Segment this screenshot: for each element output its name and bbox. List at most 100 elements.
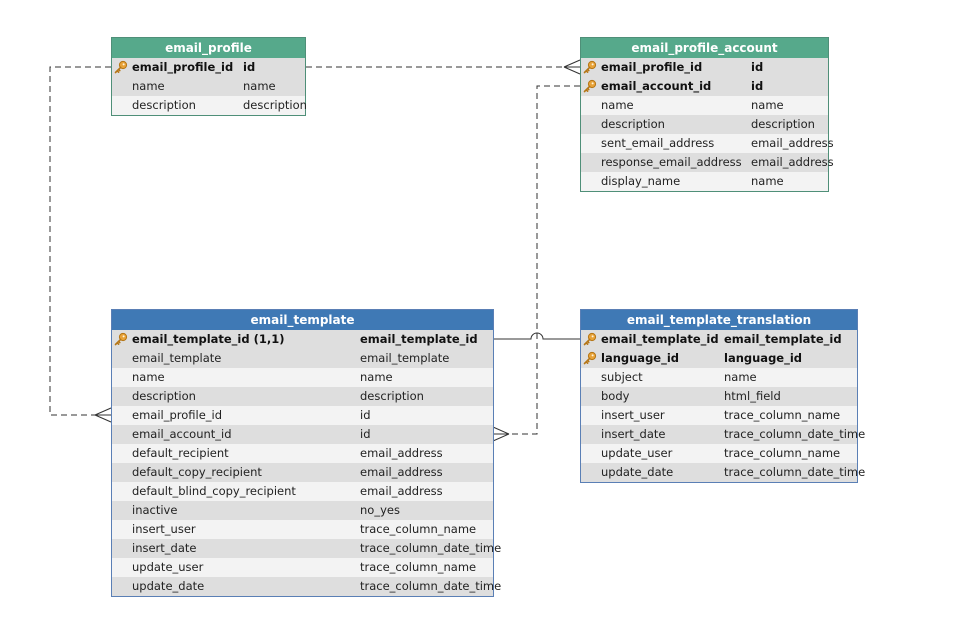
column-name: name <box>132 79 165 93</box>
column-name: update_date <box>132 579 205 593</box>
column-name: insert_user <box>132 522 196 536</box>
column-row[interactable]: update_user trace_column_name <box>581 444 857 463</box>
column-name: default_recipient <box>132 446 229 460</box>
column-type: email_template_id <box>360 332 478 346</box>
primary-key-row[interactable]: language_id language_id <box>581 349 857 368</box>
column-type: id <box>751 79 764 93</box>
column-name: insert_date <box>601 427 666 441</box>
column-row[interactable]: update_user trace_column_name <box>112 558 493 577</box>
column-row[interactable]: description description <box>581 115 828 134</box>
rel-account-to-template <box>509 85 580 435</box>
rel-profile-to-template <box>49 66 111 416</box>
column-name: insert_date <box>132 541 197 555</box>
column-type: email_address <box>360 465 443 479</box>
column-type: email_address <box>751 155 834 169</box>
column-row[interactable]: insert_date trace_column_date_time <box>112 539 501 558</box>
column-type: name <box>360 370 393 384</box>
column-type: name <box>243 79 276 93</box>
column-name: name <box>601 98 634 112</box>
column-type: email_template_id <box>724 332 842 346</box>
column-name: sent_email_address <box>601 136 715 150</box>
column-type: language_id <box>724 351 803 365</box>
column-type: name <box>724 370 757 384</box>
column-name: update_user <box>601 446 673 460</box>
column-type: trace_column_date_time <box>360 541 502 555</box>
column-row[interactable]: sent_email_address email_address <box>581 134 834 153</box>
column-row[interactable]: display_name name <box>581 172 828 191</box>
entity-title: email_profile_account <box>581 38 828 58</box>
column-type: email_template <box>360 351 450 365</box>
crowfoot-profile-account <box>563 59 581 75</box>
column-name: name <box>132 370 165 384</box>
column-name: inactive <box>132 503 178 517</box>
column-row[interactable]: default_blind_copy_recipient email_addres… <box>112 482 493 501</box>
column-name: email_account_id <box>601 79 712 93</box>
column-name: description <box>132 389 196 403</box>
rel-template-to-translation <box>493 332 580 340</box>
column-name: description <box>601 117 665 131</box>
column-type: trace_column_name <box>724 446 841 460</box>
column-name: update_user <box>132 560 204 574</box>
column-name: response_email_address <box>601 155 742 169</box>
column-type: description <box>360 389 424 403</box>
column-row[interactable]: response_email_address email_address <box>581 153 834 172</box>
column-type: trace_column_date_time <box>724 465 866 479</box>
column-name: insert_user <box>601 408 665 422</box>
column-type: id <box>751 60 764 74</box>
column-name: default_blind_copy_recipient <box>132 484 296 498</box>
primary-key-row[interactable]: email_template_id (1,1) email_template_id <box>112 330 493 349</box>
column-type: trace_column_name <box>724 408 841 422</box>
column-row[interactable]: name name <box>112 77 305 96</box>
column-name: description <box>132 98 196 112</box>
column-name: display_name <box>601 174 681 188</box>
column-row[interactable]: name name <box>112 368 493 387</box>
key-icon <box>583 332 597 346</box>
column-name: language_id <box>601 351 680 365</box>
column-type: trace_column_name <box>360 522 477 536</box>
column-type: trace_column_name <box>360 560 477 574</box>
column-name: email_profile_id <box>132 408 223 422</box>
column-type: id <box>360 408 371 422</box>
key-icon <box>114 60 128 74</box>
column-type: id <box>360 427 371 441</box>
column-type: description <box>751 117 815 131</box>
column-row[interactable]: insert_user trace_column_name <box>112 520 493 539</box>
key-icon <box>583 351 597 365</box>
column-type: id <box>243 60 256 74</box>
entity-title: email_profile <box>112 38 305 58</box>
column-type: email_address <box>360 484 443 498</box>
column-row[interactable]: description description <box>112 387 493 406</box>
column-type: no_yes <box>360 503 400 517</box>
column-row[interactable]: name name <box>581 96 828 115</box>
column-type: name <box>751 98 784 112</box>
column-type: email_address <box>751 136 834 150</box>
crowfoot-account-template <box>492 426 510 442</box>
column-row[interactable]: subject name <box>581 368 857 387</box>
column-type: trace_column_date_time <box>724 427 866 441</box>
primary-key-row[interactable]: email_account_id id <box>581 77 828 96</box>
column-row[interactable]: inactive no_yes <box>112 501 493 520</box>
column-row[interactable]: insert_date trace_column_date_time <box>581 425 865 444</box>
entity-title: email_template <box>112 310 493 330</box>
column-type: name <box>751 174 784 188</box>
entity-title: email_template_translation <box>581 310 857 330</box>
column-name: email_template_id (1,1) <box>132 332 285 346</box>
column-name: subject <box>601 370 643 384</box>
column-row[interactable]: email_profile_id id <box>112 406 493 425</box>
column-row[interactable]: insert_user trace_column_name <box>581 406 857 425</box>
